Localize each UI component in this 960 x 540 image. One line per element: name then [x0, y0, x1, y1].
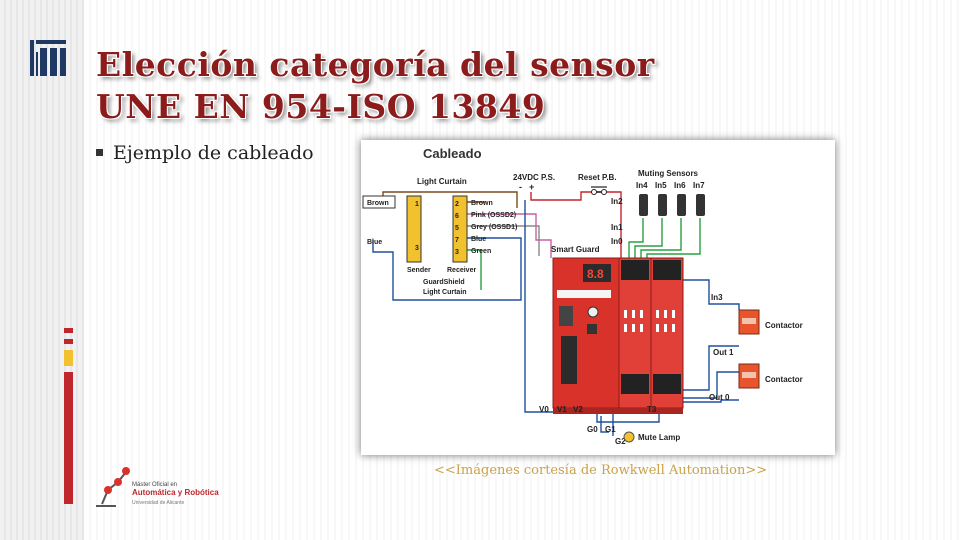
in3-label: In3 — [711, 293, 723, 302]
module-label-strip — [557, 290, 611, 298]
out1-label: Out 1 — [713, 348, 734, 357]
reset-label: Reset P.B. — [578, 173, 617, 182]
mute-lamp-label: Mute Lamp — [638, 433, 680, 442]
receiver-pin-2: 2 — [455, 201, 459, 208]
light-curtain-label: Light Curtain — [417, 177, 467, 186]
robot-arm-icon — [96, 467, 130, 507]
out0-label: Out 0 — [709, 393, 730, 402]
mute-lamp-icon — [623, 431, 635, 443]
wire-blue: Blue — [471, 236, 486, 243]
io-leds — [624, 310, 675, 332]
receiver-pin-7: 7 — [455, 237, 459, 244]
slide-title: Elección categoría del sensor UNE EN 954… — [96, 44, 655, 128]
module-display-text: 8.8 — [587, 267, 604, 281]
supply-minus: - — [519, 182, 522, 192]
guardshield-line-2: Light Curtain — [423, 289, 467, 296]
term-v0: V0 — [539, 405, 549, 414]
logo-line-1: Máster Oficial en — [132, 482, 177, 488]
muting-in6: In6 — [674, 181, 686, 190]
window-grid-icon — [30, 40, 66, 76]
sender-label: Sender — [407, 267, 431, 274]
receiver-label: Receiver — [447, 267, 476, 274]
sender-pin-3: 3 — [415, 245, 419, 252]
supply-plus: + — [529, 182, 534, 192]
term-g2: G2 — [615, 437, 626, 446]
in2-label: In2 — [611, 197, 623, 206]
sender-bar — [406, 195, 422, 263]
guardshield-line-1: GuardShield — [423, 279, 465, 286]
brown-box — [362, 195, 396, 209]
contactor-2-label: Contactor — [765, 375, 803, 384]
contactor-1-label: Contactor — [765, 321, 803, 330]
muting-in4: In4 — [636, 181, 648, 190]
connector-block — [561, 336, 577, 384]
receiver-bar — [452, 195, 468, 263]
blue-left-label: Blue — [367, 239, 382, 246]
muting-in7: In7 — [693, 181, 705, 190]
accent-bars — [64, 328, 73, 504]
title-line-1: Elección categoría del sensor — [96, 45, 655, 84]
muting-in5: In5 — [655, 181, 667, 190]
wire-green: Green — [471, 248, 491, 255]
in0-label: In0 — [611, 237, 623, 246]
supply-label: 24VDC P.S. — [513, 173, 555, 182]
image-caption: <<Imágenes cortesía de Rowkwell Automati… — [434, 463, 768, 478]
term-g1: G1 — [605, 425, 616, 434]
term-v1: V1 — [557, 405, 567, 414]
smart-guard-label: Smart Guard — [551, 245, 600, 254]
university-logo: Máster Oficial en Automática y Robótica … — [96, 467, 219, 507]
diagram-heading: Cableado — [423, 146, 482, 161]
logo-line-2: Automática y Robótica — [132, 488, 219, 497]
muting-sensor-icons — [639, 194, 705, 216]
term-t3: T3 — [647, 405, 657, 414]
wiring-diagram-figure: Cableado 24VDC P.S. - + Reset P.B. Mutin… — [361, 140, 835, 455]
receiver-pin-5: 5 — [455, 225, 459, 232]
wire-brown: Brown — [471, 200, 493, 207]
wiring-diagram: Cableado 24VDC P.S. - + Reset P.B. Mutin… — [362, 146, 803, 446]
terminal-blocks — [621, 260, 681, 394]
term-g0: G0 — [587, 425, 598, 434]
bullet-text: Ejemplo de cableado — [113, 142, 314, 164]
in1-label: In1 — [611, 223, 623, 232]
title-line-2: UNE EN 954-ISO 13849 — [96, 87, 546, 126]
wire-grey: Grey (OSSD1) — [471, 224, 517, 231]
sender-pin-1: 1 — [415, 201, 419, 208]
usb-port — [559, 306, 573, 326]
module-display — [583, 264, 611, 282]
logo-line-3: Universidad de Alicante — [132, 500, 184, 506]
receiver-pin-3: 3 — [455, 249, 459, 256]
muting-sensors-label: Muting Sensors — [638, 169, 699, 178]
bullet-item: Ejemplo de cableado — [96, 142, 314, 164]
bullet-square-icon — [96, 148, 103, 156]
brown-left-label: Brown — [367, 200, 389, 207]
receiver-pin-6: 6 — [455, 213, 459, 220]
module-base — [553, 408, 683, 414]
term-v2: V2 — [573, 405, 583, 414]
wire-pink: Pink (OSSD2) — [471, 212, 516, 219]
